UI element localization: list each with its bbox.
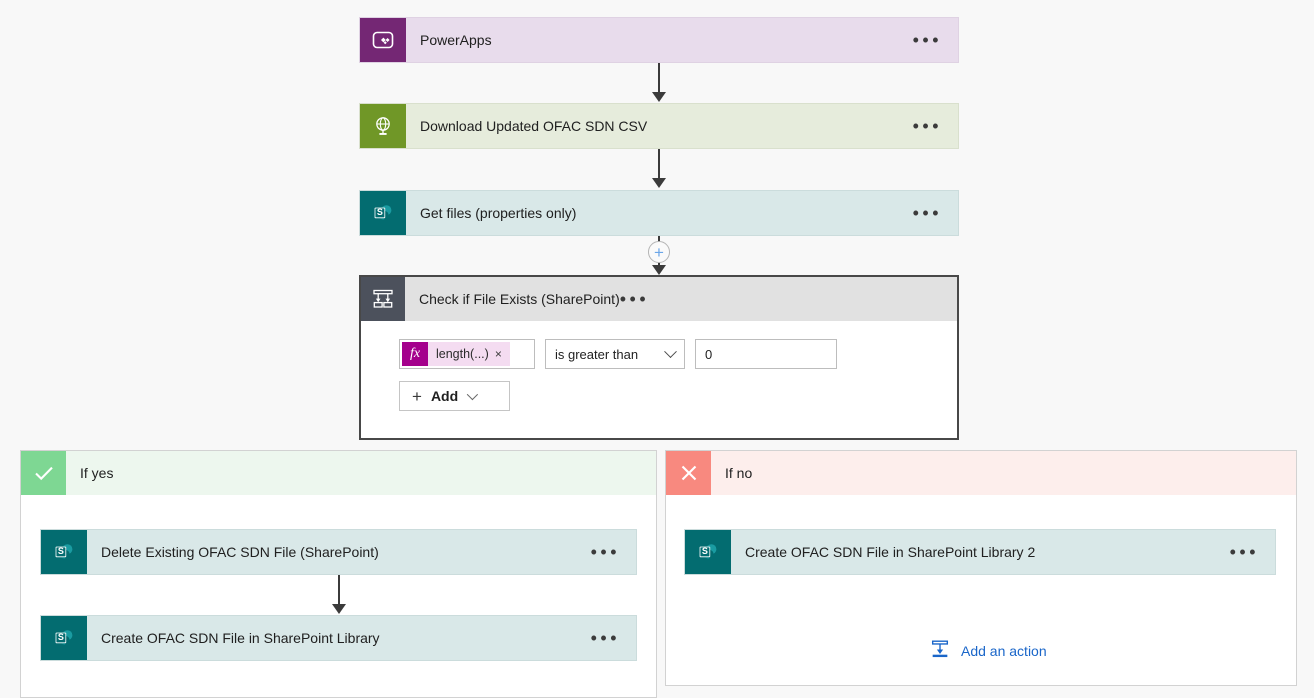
close-icon (666, 451, 711, 495)
connector-arrowhead (652, 178, 666, 188)
expression-token-label: length(...) (436, 347, 489, 361)
chevron-down-icon (664, 344, 677, 358)
condition-card-body: Check if File Exists (SharePoint) ••• (405, 277, 957, 321)
expression-token[interactable]: fx length(...) × (402, 342, 510, 366)
branch-label: If no (711, 451, 1296, 495)
condition-icon (361, 277, 405, 321)
flow-card-delete-existing[interactable]: S Delete Existing OFAC SDN File (SharePo… (40, 529, 637, 575)
flow-card-body: Download Updated OFAC SDN CSV ••• (406, 104, 958, 148)
branch-if-yes: If yes S Delete Existing OFAC SDN File (… (20, 450, 657, 698)
condition-value-input[interactable] (695, 339, 837, 369)
condition-operator-select[interactable]: is greater than (545, 339, 685, 369)
powerapps-icon (360, 18, 406, 62)
card-menu-button[interactable]: ••• (912, 203, 942, 223)
branch-header-if-yes: If yes (21, 451, 656, 495)
insert-step-button[interactable]: + (648, 241, 670, 263)
add-condition-label: Add (430, 388, 459, 404)
card-menu-button[interactable]: ••• (912, 116, 942, 136)
card-menu-button[interactable]: ••• (912, 30, 942, 50)
plus-icon: + (654, 242, 664, 262)
connector-line (338, 575, 340, 607)
chevron-down-icon (466, 388, 479, 401)
check-icon (21, 451, 66, 495)
condition-left-operand-field[interactable]: fx length(...) × (399, 339, 535, 369)
flow-card-title: Create OFAC SDN File in SharePoint Libra… (101, 630, 380, 646)
condition-card-title: Check if File Exists (SharePoint) (419, 291, 620, 307)
sharepoint-icon: S (685, 530, 731, 574)
fx-icon: fx (402, 342, 428, 366)
flow-card-title: Get files (properties only) (420, 205, 577, 221)
flow-card-body: Create OFAC SDN File in SharePoint Libra… (87, 616, 636, 660)
remove-token-icon[interactable]: × (494, 347, 502, 361)
card-menu-button[interactable]: ••• (590, 542, 620, 562)
condition-operator-value: is greater than (555, 346, 639, 362)
sharepoint-icon: S (41, 530, 87, 574)
card-menu-button[interactable]: ••• (1229, 542, 1259, 562)
branch-header-if-no: If no (666, 451, 1296, 495)
connector-arrowhead (652, 265, 666, 275)
flow-card-body: Create OFAC SDN File in SharePoint Libra… (731, 530, 1275, 574)
plus-icon: + (412, 386, 422, 406)
flow-card-download-ofac[interactable]: Download Updated OFAC SDN CSV ••• (359, 103, 959, 149)
svg-text:S: S (377, 207, 383, 217)
card-menu-button[interactable]: ••• (619, 289, 650, 309)
add-an-action-label: Add an action (961, 642, 1047, 659)
flow-card-body: Get files (properties only) ••• (406, 191, 958, 235)
card-menu-button[interactable]: ••• (590, 628, 620, 648)
condition-card-header[interactable]: Check if File Exists (SharePoint) ••• (361, 277, 957, 321)
flow-card-title: PowerApps (420, 32, 492, 48)
flow-card-create-file-2[interactable]: S Create OFAC SDN File in SharePoint Lib… (684, 529, 1276, 575)
sharepoint-icon: S (360, 191, 406, 235)
flow-card-create-file[interactable]: S Create OFAC SDN File in SharePoint Lib… (40, 615, 637, 661)
condition-editor: fx length(...) × is greater than + Add (361, 321, 957, 411)
flow-card-powerapps[interactable]: PowerApps ••• (359, 17, 959, 63)
add-action-icon (929, 638, 951, 663)
connector-line (658, 149, 660, 181)
flow-card-body: Delete Existing OFAC SDN File (SharePoin… (87, 530, 636, 574)
flow-card-title: Create OFAC SDN File in SharePoint Libra… (745, 544, 1036, 560)
condition-row: fx length(...) × is greater than (399, 339, 957, 369)
sharepoint-icon: S (41, 616, 87, 660)
connector-arrowhead (652, 92, 666, 102)
http-globe-icon (360, 104, 406, 148)
flow-card-body: PowerApps ••• (406, 18, 958, 62)
flow-card-get-files[interactable]: S Get files (properties only) ••• (359, 190, 959, 236)
connector-arrowhead (332, 604, 346, 614)
branch-label: If yes (66, 451, 656, 495)
add-condition-button[interactable]: + Add (399, 381, 510, 411)
flow-card-title: Download Updated OFAC SDN CSV (420, 118, 648, 134)
connector-line (658, 63, 660, 95)
svg-text:S: S (702, 546, 708, 556)
condition-card[interactable]: Check if File Exists (SharePoint) ••• fx… (359, 275, 959, 440)
svg-text:S: S (58, 632, 64, 642)
branch-if-no: If no S Create OFAC SDN File in SharePoi… (665, 450, 1297, 686)
flow-card-title: Delete Existing OFAC SDN File (SharePoin… (101, 544, 379, 560)
add-an-action-link[interactable]: Add an action (929, 638, 1047, 663)
svg-text:S: S (58, 546, 64, 556)
connector-line (658, 236, 660, 245)
